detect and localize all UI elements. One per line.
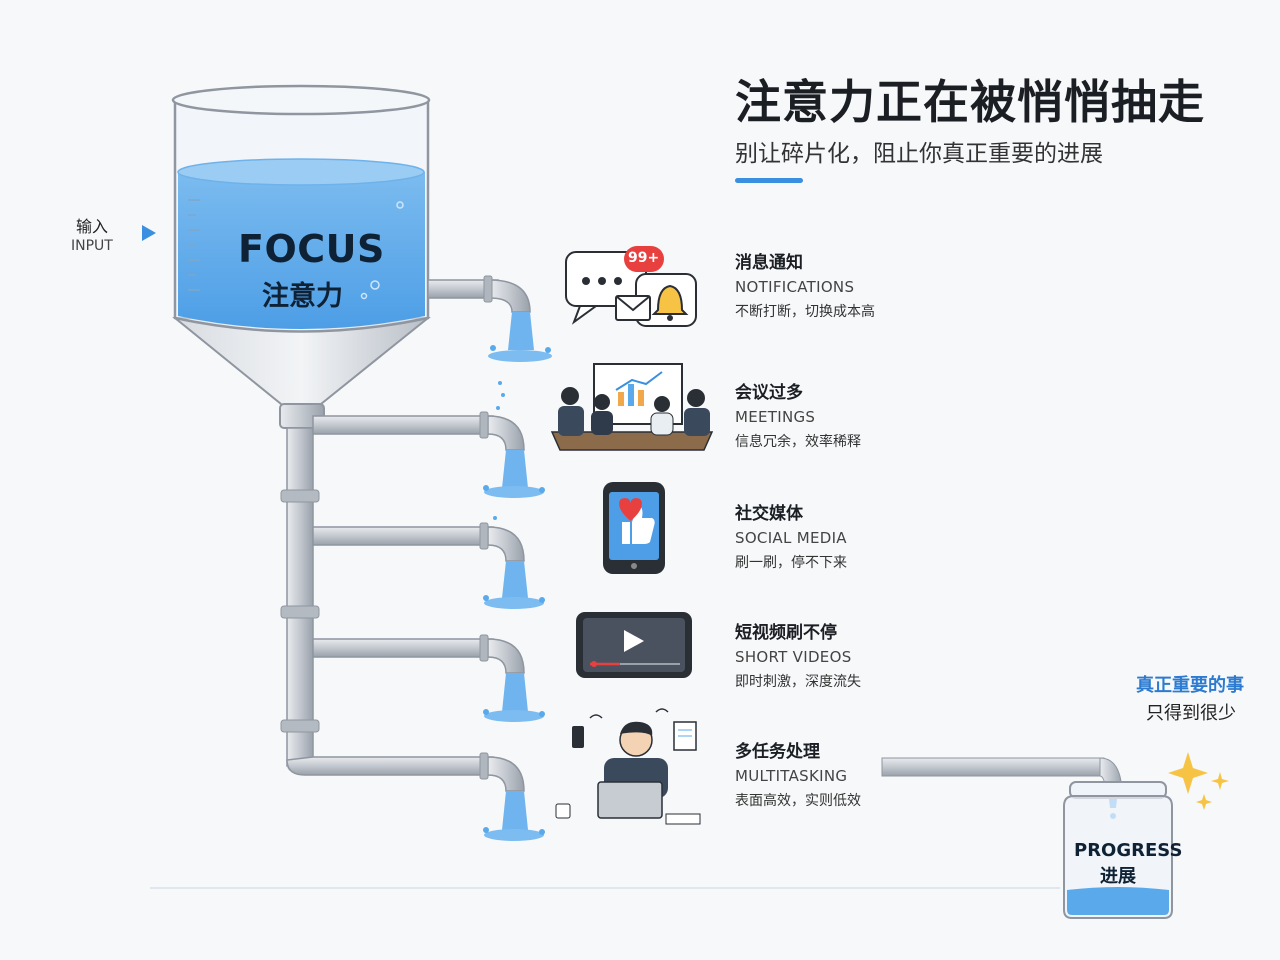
leak-desc: 不断打断，切换成本高 bbox=[735, 304, 875, 320]
leak-title-en: MULTITASKING bbox=[735, 767, 848, 785]
multitasking-icon bbox=[555, 708, 701, 825]
leak-title-zh: 短视频刷不停 bbox=[735, 623, 837, 643]
leak-item-meetings: 会议过多 MEETINGS 信息冗余，效率稀释 bbox=[735, 378, 861, 451]
leak-item-notifications: 消息通知 NOTIFICATIONS 不断打断，切换成本高 bbox=[735, 248, 875, 321]
notification-icon bbox=[565, 246, 697, 327]
page-title: 注意力正在被悄悄抽走 bbox=[735, 75, 1205, 129]
focus-label-en: FOCUS bbox=[238, 227, 385, 271]
bubbles bbox=[360, 201, 404, 300]
leak-item-short-videos: 短视频刷不停 SHORT VIDEOS 即时刺激，深度流失 bbox=[735, 618, 861, 691]
leak-title-zh: 多任务处理 bbox=[735, 742, 820, 762]
leak-title-zh: 社交媒体 bbox=[735, 504, 803, 524]
leak-item-multitasking: 多任务处理 MULTITASKING 表面高效，实则低效 bbox=[735, 737, 861, 810]
notification-badge: 99+ bbox=[628, 250, 660, 266]
leak-title-zh: 会议过多 bbox=[735, 383, 803, 403]
sparkle-icon bbox=[1168, 752, 1229, 810]
water-leaks bbox=[483, 312, 552, 841]
input-arrow-icon bbox=[142, 225, 156, 241]
leak-desc: 信息冗余，效率稀释 bbox=[735, 434, 861, 450]
outcome-line-2: 只得到很少 bbox=[1146, 703, 1236, 724]
main-pipe bbox=[286, 427, 314, 767]
meeting-icon bbox=[550, 363, 714, 451]
tank-rim bbox=[171, 84, 431, 116]
leak-desc: 即时刺激，深度流失 bbox=[735, 674, 861, 690]
tank-water bbox=[178, 163, 425, 329]
leak-title-en: SOCIAL MEDIA bbox=[735, 529, 847, 547]
leak-desc: 表面高效，实则低效 bbox=[735, 793, 861, 809]
progress-label-zh: 进展 bbox=[1100, 866, 1136, 887]
leak-title-en: SHORT VIDEOS bbox=[735, 648, 852, 666]
progress-jar bbox=[1063, 781, 1173, 919]
short-video-icon bbox=[576, 612, 692, 678]
accent-bar bbox=[735, 178, 803, 183]
input-label-zh: 输入 bbox=[76, 217, 109, 236]
leak-title-zh: 消息通知 bbox=[735, 253, 803, 273]
outcome-line-1: 真正重要的事 bbox=[1136, 675, 1244, 696]
leak-title-en: MEETINGS bbox=[735, 408, 816, 426]
tank-scale bbox=[188, 199, 200, 291]
leak-title-en: NOTIFICATIONS bbox=[735, 278, 855, 296]
input-label-en: INPUT bbox=[71, 238, 113, 254]
social-media-icon bbox=[603, 482, 665, 574]
progress-pipe bbox=[881, 757, 1105, 777]
water-surface bbox=[177, 158, 425, 186]
focus-label-zh: 注意力 bbox=[262, 281, 343, 312]
leak-desc: 刷一刷，停不下来 bbox=[735, 555, 847, 571]
branch-pipes bbox=[286, 411, 525, 792]
leak-item-social-media: 社交媒体 SOCIAL MEDIA 刷一刷，停不下来 bbox=[735, 499, 847, 572]
progress-label-en: PROGRESS bbox=[1074, 840, 1183, 861]
page-subtitle: 别让碎片化，阻止你真正重要的进展 bbox=[735, 141, 1103, 167]
